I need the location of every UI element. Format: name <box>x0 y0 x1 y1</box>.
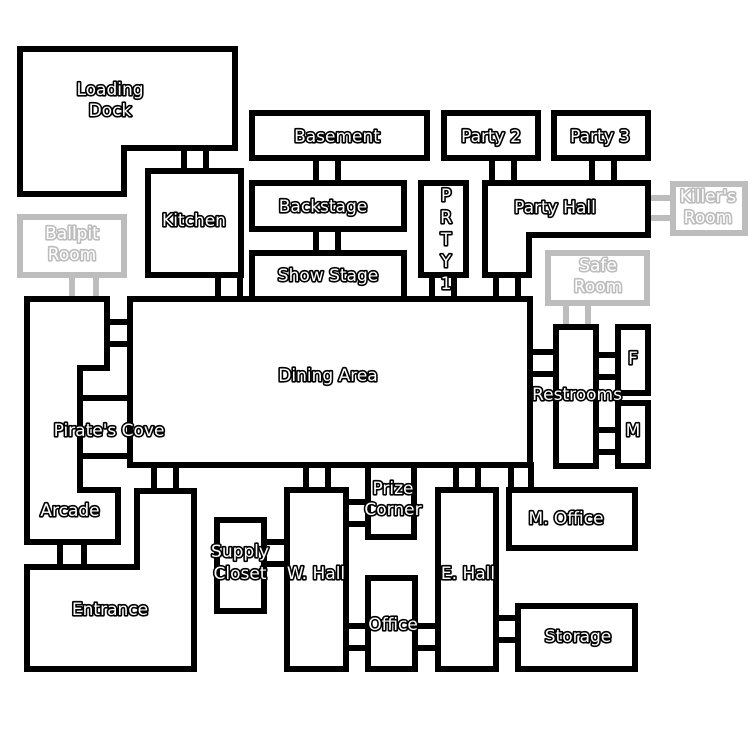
room-backstage[interactable] <box>249 180 407 232</box>
room-restrooms[interactable] <box>553 324 599 469</box>
room-loading-dock[interactable] <box>17 46 238 197</box>
room-f[interactable] <box>615 324 651 396</box>
label-backstage: Backstage <box>279 197 367 217</box>
room-arcade[interactable] <box>24 296 121 545</box>
label-basement: Basement <box>294 127 380 147</box>
room-basement[interactable] <box>249 110 430 161</box>
label-party2: Party 2 <box>461 127 521 147</box>
door-dining-entrance <box>151 462 179 494</box>
label-e-hall: E. Hall <box>441 564 495 584</box>
label-dining-area: Dining Area <box>278 366 377 386</box>
label-entrance: Entrance <box>72 600 148 620</box>
label-storage: Storage <box>545 627 612 647</box>
label-restrooms: Restrooms <box>532 385 622 405</box>
room-party-hall[interactable] <box>482 180 651 278</box>
room-party2[interactable] <box>441 110 541 161</box>
label-kitchen: Kitchen <box>162 211 226 231</box>
room-show-stage[interactable] <box>249 250 407 302</box>
room-storage[interactable] <box>515 603 638 672</box>
label-arcade: Arcade <box>40 501 99 521</box>
label-show-stage: Show Stage <box>278 266 378 286</box>
room-entrance[interactable] <box>24 488 197 672</box>
room-prty1[interactable] <box>418 180 469 278</box>
label-party-hall: Party Hall <box>514 198 596 218</box>
label-m-office: M. Office <box>528 509 603 529</box>
room-m[interactable] <box>615 400 651 469</box>
room-office[interactable] <box>365 575 418 672</box>
room-m-office[interactable] <box>506 487 638 551</box>
label-m: M <box>626 421 641 441</box>
doorways <box>57 145 677 651</box>
room-dining-area[interactable] <box>127 296 533 468</box>
room-prize-corner[interactable] <box>365 462 417 540</box>
label-party3: Party 3 <box>570 127 630 147</box>
label-w-hall: W. Hall <box>287 564 345 584</box>
label-office: Office <box>368 615 418 635</box>
room-ballpit[interactable] <box>17 214 127 278</box>
rooms <box>17 46 748 672</box>
door-safe-restrooms <box>563 300 591 330</box>
label-f: F <box>628 349 638 369</box>
label-pirates-cove: Pirate's Cove <box>54 421 165 441</box>
room-e-hall[interactable] <box>435 487 499 672</box>
door-kitchen-dining <box>215 272 243 302</box>
room-supply-closet[interactable] <box>214 517 267 614</box>
door-restrooms-m <box>593 427 621 455</box>
door-restrooms-f <box>593 352 621 380</box>
room-killers[interactable] <box>670 181 748 236</box>
room-kitchen[interactable] <box>145 168 244 278</box>
room-party3[interactable] <box>551 110 651 161</box>
room-w-hall[interactable] <box>284 487 349 672</box>
door-arcade-entrance <box>57 539 87 570</box>
room-safe[interactable] <box>545 250 650 306</box>
room-pirates-cove[interactable] <box>77 395 133 459</box>
